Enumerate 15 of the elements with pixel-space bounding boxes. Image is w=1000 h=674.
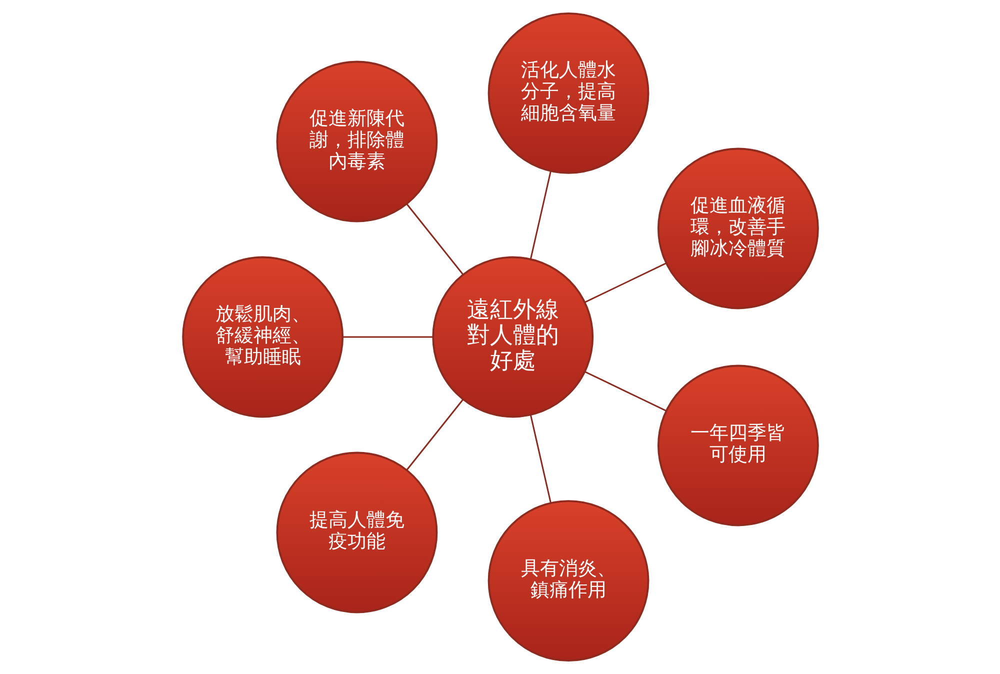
connector: [584, 262, 666, 304]
node-circle: 促進新陳代謝，排除體內毒素: [276, 60, 438, 222]
node-circle: 放鬆肌肉、舒緩神經、幫助睡眠: [182, 256, 344, 418]
connector: [406, 398, 464, 470]
node-circle: 活化人體水分子，提高細胞含氧量: [487, 12, 649, 174]
node-circle: 一年四季皆可使用: [656, 364, 818, 526]
connector: [529, 170, 551, 260]
node-circle: 具有消炎、鎮痛作用: [487, 500, 649, 662]
connector: [529, 414, 551, 504]
node-circle: 促進血液循環，改善手腳冰冷體質: [656, 148, 818, 310]
node-circle: 遠紅外線對人體的好處: [432, 256, 594, 418]
connector: [584, 370, 666, 412]
connector: [406, 204, 464, 276]
node-circle: 提高人體免疫功能: [276, 452, 438, 614]
connector: [342, 336, 433, 338]
